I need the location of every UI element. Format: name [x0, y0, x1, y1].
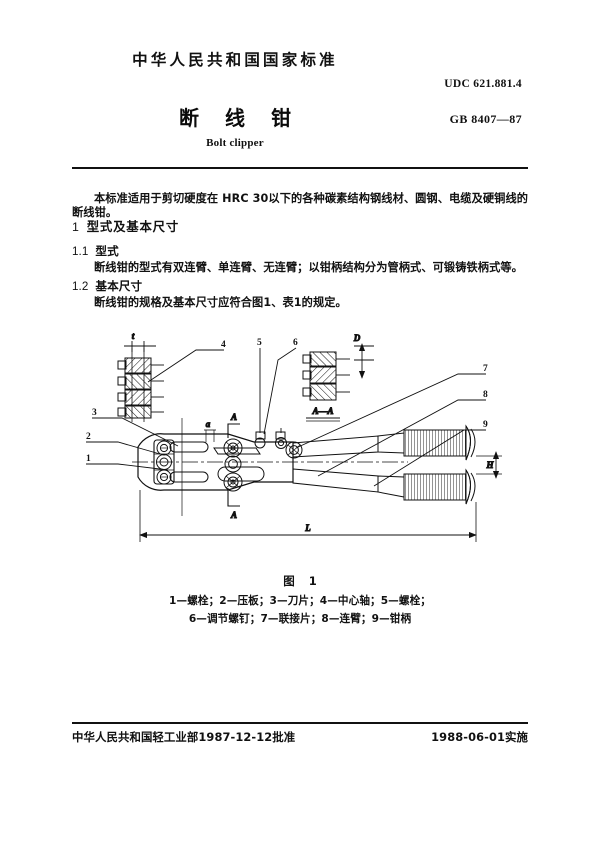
- footer-approval-text: 中华人民共和国轻工业部1987-12-12批准: [72, 730, 296, 744]
- section-1-1-number: 1.1: [72, 245, 89, 258]
- gb-standard-number: GB 8407—87: [449, 112, 522, 126]
- callout-number-7: 7: [483, 364, 488, 374]
- svg-text:t: t: [132, 331, 135, 341]
- pivot-group-centre: [223, 438, 243, 492]
- callout-number-9: 9: [483, 420, 488, 430]
- svg-text:a: a: [206, 419, 211, 429]
- section-1-2-paragraph: 断线钳的规格及基本尺寸应符合图1、表1的规定。: [94, 296, 347, 309]
- footer-implementation-text: 1988-06-01实施: [431, 730, 528, 744]
- section-1-heading: 1 型式及基本尺寸: [72, 219, 530, 236]
- callout-number-1: 1: [86, 454, 91, 464]
- figure-legend-line-1: 1—螺栓；2—压板；3—刀片；4—中心轴；5—螺栓；: [169, 595, 431, 607]
- document-title-chinese: 断线钳: [179, 106, 317, 130]
- drawing-geometry: t: [86, 331, 502, 542]
- section-view-a-a: D A—A: [302, 333, 374, 422]
- scope-paragraph: 本标准适用于剪切硬度在 HRC 30以下的各种碳素结构钢线材、圆钢、电缆及硬铜线…: [72, 192, 529, 219]
- figure-legend-line-2: 6—调节螺钉；7—联接片；8—连臂；9—钳柄: [188, 613, 412, 625]
- section-1-2-number: 1.2: [72, 280, 89, 293]
- header-divider-rule: [72, 167, 528, 169]
- handle-assembly: [292, 424, 476, 505]
- section-1-2-heading: 1.2 基本尺寸: [72, 279, 530, 294]
- callout-number-4: 4: [221, 340, 226, 350]
- callout-number-6: 6: [293, 338, 298, 348]
- callout-leaders: [86, 347, 486, 487]
- callout-number-3: 3: [92, 408, 97, 418]
- section-1-1-heading: 1.1 型式: [72, 244, 530, 259]
- section-1-1-paragraph: 断线钳的型式有双连臂、单连臂、无连臂；以钳柄结构分为管柄式、可锻铸铁柄式等。: [94, 261, 523, 274]
- section-1-number: 1: [72, 220, 80, 234]
- standard-organization-title: 中华人民共和国国家标准: [132, 51, 338, 69]
- dimension-l: L: [139, 490, 477, 542]
- callout-number-8: 8: [483, 390, 488, 400]
- section-1-1-title: 型式: [95, 244, 119, 258]
- figure-caption: 图 1: [283, 574, 322, 588]
- svg-text:A—A: A—A: [311, 406, 333, 416]
- adjusting-screw-group: [254, 428, 303, 459]
- svg-text:L: L: [304, 523, 311, 533]
- document-title-english: Bolt clipper: [206, 137, 264, 149]
- section-1-2-title: 基本尺寸: [95, 279, 143, 293]
- svg-text:H: H: [485, 460, 494, 470]
- section-1-title: 型式及基本尺寸: [86, 219, 180, 234]
- bolt-group-left: [156, 440, 172, 485]
- bolt-clipper-technical-drawing: t: [78, 330, 530, 570]
- callout-number-5: 5: [257, 338, 262, 348]
- svg-text:D: D: [353, 333, 361, 343]
- svg-text:A: A: [230, 412, 237, 422]
- clipper-head-assembly: a A A: [132, 412, 408, 521]
- figure-1-svg: t: [86, 331, 502, 542]
- footer-divider-rule: [72, 722, 528, 724]
- svg-text:A: A: [230, 510, 237, 520]
- callout-number-2: 2: [86, 432, 91, 442]
- udc-classification-number: UDC 621.881.4: [444, 78, 522, 90]
- dimension-h: H: [476, 451, 502, 479]
- callout-numbers: 3 2 1 4 5 6 7 8 9: [86, 338, 488, 464]
- detail-view-blade-stack: t: [117, 331, 164, 422]
